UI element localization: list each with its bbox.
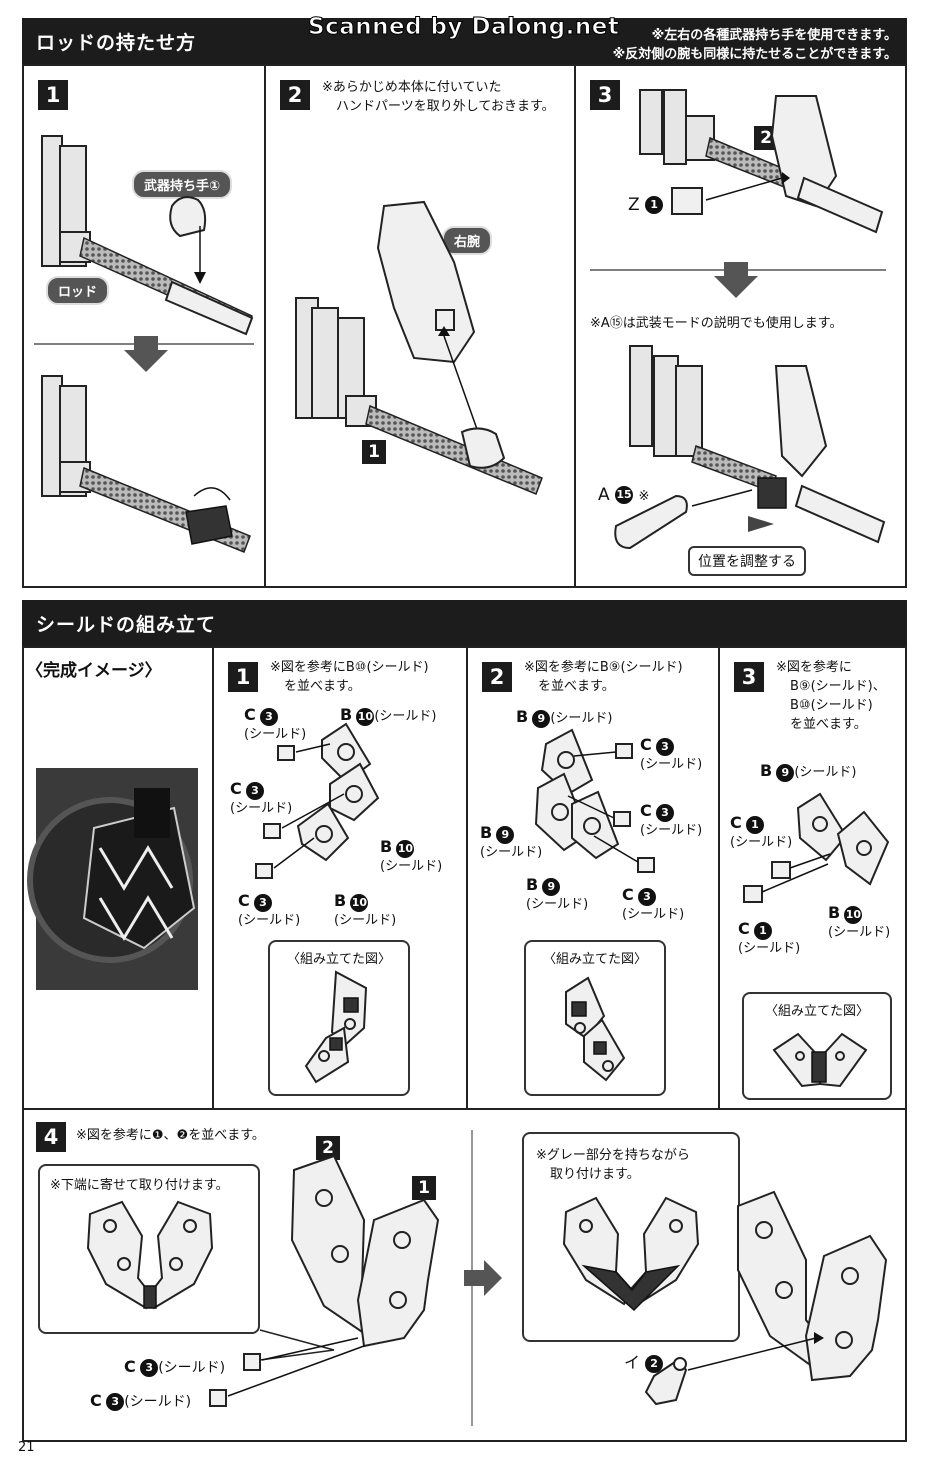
a-mark: ※ xyxy=(638,489,650,504)
rod-step3-panel: 3 2 Z 1 ※A⑮は武装モードの説明でも使用します。 A 15 ※ 位置を調… xyxy=(574,64,907,588)
gray-inset-illustration xyxy=(562,1196,700,1312)
shield-step2-panel: 2 ※図を参考にB⑨(シールド) を並べます。 B 9(シールド) C 3(シー… xyxy=(466,646,720,1110)
rod-step2-illustration xyxy=(295,200,543,495)
step3-shield-note-4: を並べます。 xyxy=(790,717,867,732)
c-part-label-2: C 3(シールド) xyxy=(90,1391,192,1411)
step3-shield-note-3: B⑩(シールド) xyxy=(790,698,873,713)
part-label: C 3(シールド) xyxy=(230,779,293,817)
part-label: B 10(シールド) xyxy=(340,705,437,726)
shield-section-title: シールドの組み立て xyxy=(36,614,217,636)
step3-note: ※A⑮は武装モードの説明でも使用します。 xyxy=(590,316,843,331)
shield-step1-panel: 1 ※図を参考にB⑩(シールド) を並べます。 C 3(シールド) B 10(シ… xyxy=(212,646,468,1110)
shield-step3-panel: 3 ※図を参考に B⑨(シールド)、 B⑩(シールド) を並べます。 B 9(シ… xyxy=(718,646,907,1110)
assembled-view-label: 〈組み立てた図〉 xyxy=(542,952,647,967)
shield-step2-illustration xyxy=(534,728,655,873)
z-number: 1 xyxy=(645,196,664,214)
c-part-label-1: C 3(シールド) xyxy=(124,1357,226,1377)
part-label: B 9(シールド) xyxy=(526,875,589,913)
gray-part-inset-box: ※グレー部分を持ちながら 取り付けます。 xyxy=(522,1132,740,1342)
rod-step1-panel: 1 武器持ち手① ロッド xyxy=(22,64,266,588)
part-tag-2: 2 xyxy=(316,1136,340,1160)
part-label: C 1(シールド) xyxy=(730,813,793,851)
complete-image-label: 〈完成イメージ〉 xyxy=(26,661,162,681)
part-tag-1: 1 xyxy=(412,1176,436,1200)
assembled-view-illustration xyxy=(772,1032,868,1088)
watermark: Scanned by Dalong.net xyxy=(307,14,620,41)
a-letter: A xyxy=(598,485,610,505)
rod-step3-illustration xyxy=(590,89,886,550)
assembled-view-illustration xyxy=(565,976,626,1082)
part-label: C 3(シールド) xyxy=(640,735,703,773)
step1-note-1: ※図を参考にB⑩(シールド) xyxy=(270,660,429,675)
step4-final-illustration xyxy=(644,1190,888,1406)
assembled-view-label: 〈組み立てた図〉 xyxy=(286,952,391,967)
a-part-label: A 15 ※ xyxy=(598,486,649,506)
step-number: 3 xyxy=(590,80,620,110)
gray-note-1: ※グレー部分を持ちながら xyxy=(536,1148,690,1163)
step2-shield-note-2: を並べます。 xyxy=(538,679,615,694)
rod-step2-panel: 2 ※あらかじめ本体に付いていた ハンドパーツを取り外しておきます。 右腕 1 xyxy=(264,64,576,588)
adjust-position-label: 位置を調整する xyxy=(688,546,806,576)
part-label: B 9(シールド) xyxy=(480,823,543,861)
pill-rod: ロッド xyxy=(46,276,110,305)
step3-shield-note-1: ※図を参考に xyxy=(776,660,852,675)
step3-shield-note-2: B⑨(シールド)、 xyxy=(790,679,886,694)
step-number: 1 xyxy=(228,662,258,692)
shield-step1-illustration xyxy=(255,722,380,879)
part-label: C 3(シールド) xyxy=(238,891,301,929)
shield-step3-illustration xyxy=(743,792,890,903)
part-label: B 10(シールド) xyxy=(380,837,443,875)
z-letter: Z xyxy=(628,195,640,215)
step2-note-2: ハンドパーツを取り外しておきます。 xyxy=(336,99,555,114)
part-label: B 10(シールド) xyxy=(828,903,891,941)
assembled-view-label: 〈組み立てた図〉 xyxy=(764,1004,869,1019)
assembled-view-box: 〈組み立てた図〉 xyxy=(524,940,666,1096)
step4-note: ※図を参考に❶、❷を並べます。 xyxy=(76,1128,265,1143)
shield-step4-panel: 4 ※図を参考に❶、❷を並べます。 ※下端に寄せて取り付けます。 2 1 C 3… xyxy=(22,1108,907,1442)
i-number: 2 xyxy=(645,1354,664,1373)
complete-image-panel: 〈完成イメージ〉 xyxy=(22,646,214,1110)
part-label: C 3(シールド) xyxy=(244,705,307,743)
z-part-label: Z 1 xyxy=(628,195,664,215)
step4-inset-box: ※下端に寄せて取り付けます。 xyxy=(38,1164,260,1334)
rod-section-header: ロッドの持たせ方 ※左右の各種武器持ち手を使用できます。 ※反対側の腕も同様に持… xyxy=(22,18,907,64)
part-tag-1: 1 xyxy=(362,440,386,464)
rod-section-title: ロッドの持たせ方 xyxy=(36,32,197,54)
part-label: B 9(シールド) xyxy=(516,707,613,728)
shield-section-header: シールドの組み立て xyxy=(22,600,907,646)
step-number: 2 xyxy=(482,662,512,692)
inset-illustration xyxy=(86,1200,214,1310)
next-arrow xyxy=(464,1260,502,1296)
header-note-2: ※反対側の腕も同様に持たせることができます。 xyxy=(612,47,897,62)
complete-shield-photo xyxy=(27,768,198,990)
step2-note-1: ※あらかじめ本体に付いていた xyxy=(322,80,502,95)
assembled-view-box: 〈組み立てた図〉 xyxy=(742,992,892,1100)
assembled-view-box: 〈組み立てた図〉 xyxy=(268,940,410,1096)
gray-note-2: 取り付けます。 xyxy=(550,1167,640,1182)
a-number: 15 xyxy=(615,486,634,504)
assembled-view-illustration xyxy=(304,970,368,1084)
rod-step1-illustration xyxy=(34,135,254,553)
i-letter: イ xyxy=(624,1353,641,1372)
header-note-1: ※左右の各種武器持ち手を使用できます。 xyxy=(651,28,897,43)
part-label: B 10(シールド) xyxy=(334,891,397,929)
i-part-label: イ 2 xyxy=(624,1353,664,1373)
step-number: 2 xyxy=(280,80,310,110)
part-label: C 3(シールド) xyxy=(640,801,703,839)
part-label: B 9(シールド) xyxy=(760,761,857,782)
step-number: 4 xyxy=(36,1122,66,1152)
step-number: 1 xyxy=(38,80,68,110)
step4-inset-note: ※下端に寄せて取り付けます。 xyxy=(50,1178,229,1193)
step2-shield-note-1: ※図を参考にB⑨(シールド) xyxy=(524,660,683,675)
part-label: C 3(シールド) xyxy=(622,885,685,923)
part-label: C 1(シールド) xyxy=(738,919,801,957)
step-number: 3 xyxy=(734,662,764,692)
step1-note-2: を並べます。 xyxy=(284,679,361,694)
page-number: 21 xyxy=(18,1440,35,1455)
